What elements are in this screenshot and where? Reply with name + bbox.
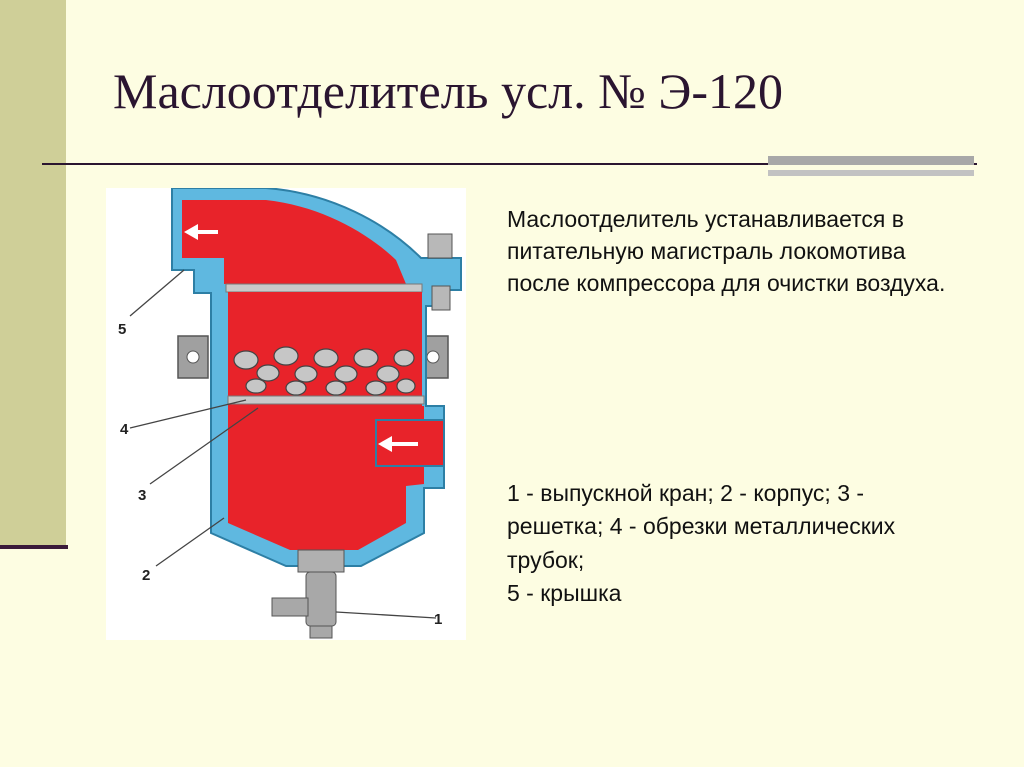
oil-separator-diagram: 5 4 3 2 1 bbox=[106, 188, 466, 640]
side-band bbox=[0, 0, 66, 547]
lower-grid bbox=[227, 395, 425, 405]
callout-2: 2 bbox=[142, 567, 150, 584]
cover-chamber bbox=[182, 200, 406, 284]
drain-valve-handle bbox=[271, 597, 309, 617]
parts-legend: 1 - выпускной кран; 2 - корпус; 3 - реше… bbox=[507, 477, 947, 610]
left-lug-hole bbox=[186, 350, 200, 364]
outlet-arrow-icon bbox=[184, 224, 198, 240]
drain-neck bbox=[297, 549, 345, 573]
flange-bolt-top bbox=[427, 233, 453, 259]
upper-grid bbox=[225, 283, 423, 293]
description-text: Маслоотделитель устанавливается в питате… bbox=[507, 206, 946, 297]
divider-accent-secondary bbox=[768, 170, 974, 176]
callout-5: 5 bbox=[118, 321, 126, 338]
legend-line: 1 - выпускной кран; 2 - корпус; 3 - реше… bbox=[507, 480, 896, 573]
slide-title: Маслоотделитель усл. № Э-120 bbox=[113, 63, 783, 119]
inlet-arrow-icon bbox=[378, 436, 392, 452]
divider-accent bbox=[768, 156, 974, 165]
callout-4: 4 bbox=[120, 421, 129, 438]
diagram-svg: 5 4 3 2 1 bbox=[118, 188, 462, 639]
right-lug-hole bbox=[426, 350, 440, 364]
metal-tube-cuttings bbox=[233, 346, 416, 396]
title-divider bbox=[42, 163, 977, 165]
drain-valve-body bbox=[305, 571, 337, 627]
side-band-rule bbox=[0, 545, 68, 549]
callout-3: 3 bbox=[138, 487, 146, 504]
legend-line: 5 - крышка bbox=[507, 580, 622, 607]
callout-leaders bbox=[129, 269, 437, 619]
callout-1: 1 bbox=[434, 611, 442, 628]
flange-bolt-bottom bbox=[431, 285, 451, 311]
drain-valve-outlet bbox=[309, 625, 333, 639]
